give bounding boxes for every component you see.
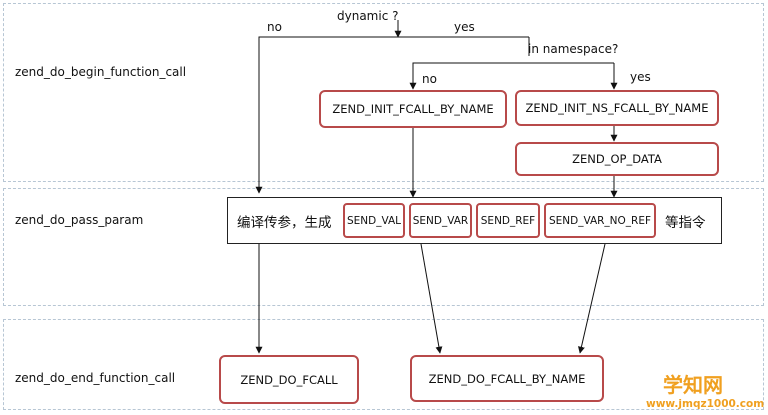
decision-namespace-no: no — [422, 72, 437, 86]
lane-end-function-call — [3, 319, 764, 410]
node-do-fcall: ZEND_DO_FCALL — [219, 355, 359, 404]
node-do-fcall-by-name: ZEND_DO_FCALL_BY_NAME — [410, 355, 604, 402]
node-send-ref: SEND_REF — [476, 203, 540, 238]
node-send-var-no-ref: SEND_VAR_NO_REF — [544, 203, 656, 238]
decision-namespace-yes: yes — [630, 70, 651, 84]
lane-begin-function-call — [3, 3, 764, 182]
node-send-var: SEND_VAR — [409, 203, 472, 238]
lane-label-begin: zend_do_begin_function_call — [15, 65, 187, 79]
lane-label-end: zend_do_end_function_call — [15, 371, 176, 385]
watermark-logo: 学知网 — [663, 373, 723, 397]
decision-dynamic-no: no — [267, 20, 282, 34]
edge-sendvarnoref-to-do-fcall-by-name — [577, 243, 606, 354]
edge-namespace-no — [409, 62, 614, 90]
pass-panel-suffix: 等指令 — [665, 215, 706, 231]
pass-panel-prefix: 编译传参，生成 — [237, 215, 332, 231]
decision-namespace: in namespace? — [528, 42, 619, 56]
node-send-val: SEND_VAL — [343, 203, 405, 238]
node-op-data: ZEND_OP_DATA — [515, 142, 719, 176]
decision-dynamic: dynamic ? — [337, 9, 399, 23]
watermark-url: www.jmqz1000.com — [646, 398, 765, 410]
lane-label-pass: zend_do_pass_param — [15, 213, 144, 227]
edge-dynamic-no — [255, 36, 529, 194]
edge-sendvar-to-do-fcall-by-name — [420, 243, 443, 354]
decision-dynamic-yes: yes — [454, 20, 475, 34]
node-init-fcall-by-name: ZEND_INIT_FCALL_BY_NAME — [319, 90, 507, 128]
node-init-ns-fcall-by-name: ZEND_INIT_NS_FCALL_BY_NAME — [515, 90, 719, 126]
lane-pass-param — [3, 188, 764, 306]
